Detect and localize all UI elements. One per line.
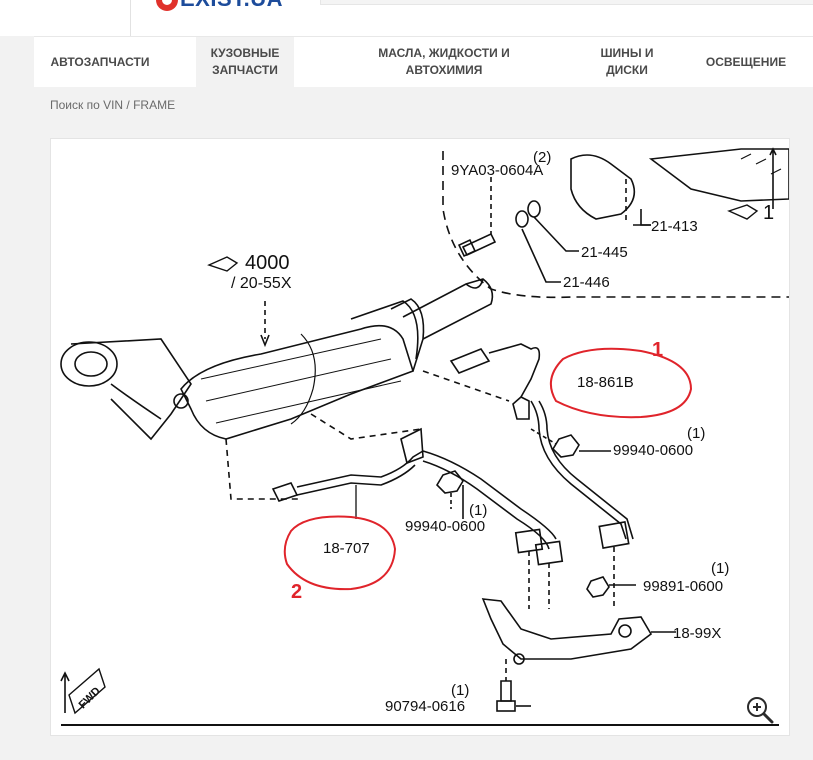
label-90794[interactable]: 90794-0616 bbox=[385, 698, 465, 715]
label-ref-4000[interactable]: 4000 bbox=[245, 252, 290, 274]
label-18-707[interactable]: 18-707 bbox=[323, 540, 370, 557]
label-21-445[interactable]: 21-445 bbox=[581, 244, 628, 261]
parts-diagram-panel: 9YA03-0604A (2) 21-413 21-445 21-446 400… bbox=[50, 138, 790, 736]
nav-item-lighting[interactable]: ОСВЕЩЕНИЕ bbox=[705, 54, 787, 69]
label-ref-right[interactable]: 1 bbox=[763, 202, 774, 224]
breadcrumb[interactable]: Поиск по VIN / FRAME bbox=[50, 98, 176, 112]
main-navigation: АВТОЗАПЧАСТИ КУЗОВНЫЕ ЗАПЧАСТИ МАСЛА, ЖИ… bbox=[34, 36, 813, 87]
annotation-mark-1: 1 bbox=[652, 339, 663, 361]
annotation-circle-1 bbox=[549, 347, 693, 419]
annotation-mark-2: 2 bbox=[291, 581, 302, 603]
label-ref-20-55x[interactable]: / 20-55X bbox=[231, 275, 292, 292]
label-99891[interactable]: 99891-0600 bbox=[643, 578, 723, 595]
nav-item-autoparts[interactable]: АВТОЗАПЧАСТИ bbox=[50, 54, 150, 69]
label-18-99x[interactable]: 18-99X bbox=[673, 625, 721, 642]
label-qty-b: (1) bbox=[469, 502, 487, 519]
annotation-circle-2 bbox=[283, 515, 397, 591]
nav-item-oils-fluids[interactable]: МАСЛА, ЖИДКОСТИ И АВТОХИМИЯ bbox=[378, 46, 510, 77]
label-99940-left[interactable]: 99940-0600 bbox=[405, 518, 485, 535]
label-qty-top: (2) bbox=[533, 149, 551, 166]
top-header: EXIST.UA bbox=[0, 0, 813, 36]
hand-pointer-icon bbox=[727, 204, 759, 220]
label-18-861b[interactable]: 18-861B bbox=[577, 374, 634, 391]
nav-item-tires-wheels[interactable]: ШИНЫ И ДИСКИ bbox=[600, 46, 654, 77]
label-qty-c: (1) bbox=[711, 560, 729, 577]
label-9ya03[interactable]: 9YA03-0604A bbox=[451, 162, 543, 179]
site-logo[interactable]: EXIST.UA bbox=[180, 0, 283, 12]
label-99940-right[interactable]: 99940-0600 bbox=[613, 442, 693, 459]
label-21-446[interactable]: 21-446 bbox=[563, 274, 610, 291]
gear-logo-icon[interactable] bbox=[152, 0, 182, 14]
label-21-413[interactable]: 21-413 bbox=[651, 218, 698, 235]
search-input[interactable] bbox=[320, 0, 813, 5]
label-qty-a: (1) bbox=[687, 425, 705, 442]
header-left-block bbox=[0, 0, 131, 36]
exhaust-parts-diagram: 9YA03-0604A (2) 21-413 21-445 21-446 400… bbox=[60, 147, 789, 726]
nav-item-body-parts[interactable]: КУЗОВНЫЕ ЗАПЧАСТИ bbox=[196, 37, 294, 87]
label-fwd: FWD bbox=[77, 685, 103, 711]
zoom-in-icon[interactable] bbox=[745, 695, 775, 725]
label-qty-d: (1) bbox=[451, 682, 469, 699]
